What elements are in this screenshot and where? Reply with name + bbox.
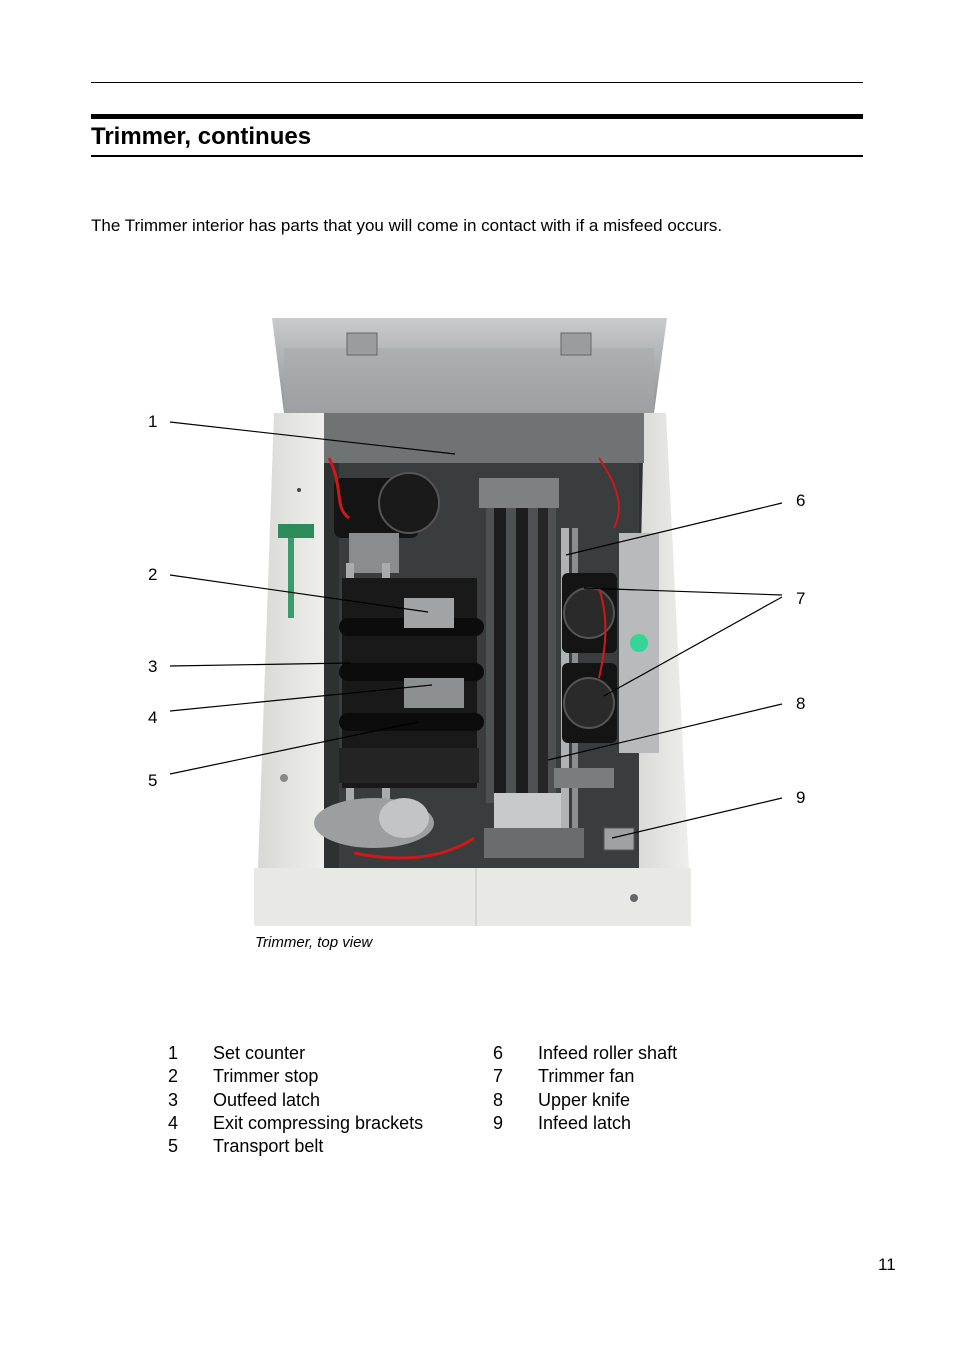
callout-5: 5 [148, 771, 158, 790]
title-rule-bottom [91, 155, 863, 157]
callout-1: 1 [148, 412, 158, 431]
header-rule [91, 82, 863, 83]
callout-2: 2 [148, 565, 158, 584]
callout-9: 9 [796, 788, 806, 807]
page-title: Trimmer, continues [91, 123, 312, 150]
callout-8: 8 [796, 694, 806, 713]
callout-4: 4 [148, 708, 158, 727]
callout-7: 7 [796, 589, 806, 608]
trimmer-photo [254, 318, 691, 926]
intro-paragraph: The Trimmer interior has parts that you … [91, 216, 723, 235]
figure-caption: Trimmer, top view [255, 934, 373, 951]
callout-3: 3 [148, 657, 158, 676]
callout-6: 6 [796, 491, 806, 510]
page-number: 11 [878, 1255, 896, 1274]
title-rule-top [91, 114, 863, 119]
